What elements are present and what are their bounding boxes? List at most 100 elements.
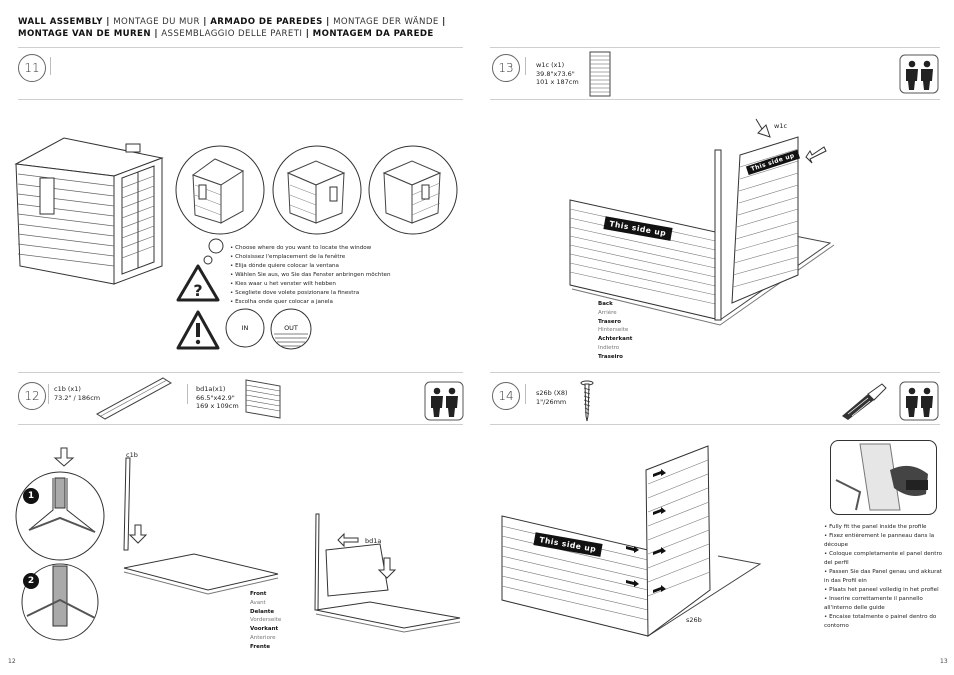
bullet-item: Choisissez l'emplacement de la fenêtre xyxy=(230,253,460,262)
header-part: MONTAGEM DA PAREDE xyxy=(312,29,434,39)
shed-illustration xyxy=(14,137,164,285)
language-label: Hinterseite xyxy=(598,327,629,334)
step12-part1-info: c1b (x1) 73.2" / 186cm xyxy=(54,385,100,402)
two-persons-icon-step12 xyxy=(424,381,464,421)
window-option-right[interactable] xyxy=(272,145,362,235)
screw-icon xyxy=(580,380,594,422)
c1b-profile-thumbnail xyxy=(96,377,172,420)
w1c-size-cm: 101 x 187cm xyxy=(536,78,579,86)
language-label: Vorderseite xyxy=(250,617,282,624)
header-part: WALL ASSEMBLY xyxy=(18,17,103,27)
window-choice-bullets: Choose where do you want to locate the w… xyxy=(230,244,460,307)
out-circle xyxy=(270,308,312,350)
language-label: Delante xyxy=(250,608,275,615)
bullet-item: Elija dónde quiere colocar la ventana xyxy=(230,262,460,271)
bullet-item: Fully fit the panel inside the profile xyxy=(824,523,944,532)
bullet-item: Plaats het paneel volledig in het profie… xyxy=(824,586,944,595)
w1c-size-in: 39.8"x73.6" xyxy=(536,69,575,78)
detail-2-badge: 2 xyxy=(23,573,39,589)
screwdriver-icon xyxy=(842,383,887,420)
step12-profile-details xyxy=(15,447,105,641)
step14-divider xyxy=(525,384,526,404)
window-option-left[interactable] xyxy=(175,145,265,235)
language-label: Back xyxy=(598,301,613,307)
w1c-tag: w1c xyxy=(774,122,788,130)
in-label: IN xyxy=(241,324,249,332)
step12-part2-info: bd1a(x1) 66.5"x42.9" 169 x 109cm xyxy=(196,385,239,411)
header-part: | xyxy=(322,17,334,27)
page-header: WALL ASSEMBLY | MONTAGE DU MUR | ARMADO … xyxy=(18,16,468,40)
step14-top-rule xyxy=(490,372,940,373)
bullet-item: Escolha onde quer colocar a janela xyxy=(230,298,460,307)
step11-divider xyxy=(50,57,51,75)
s26b-code: s26b (X8) xyxy=(536,389,568,397)
step-11-number: 11 xyxy=(18,54,46,82)
header-part: MONTAGE VAN DE MUREN xyxy=(18,29,151,39)
two-persons-icon-step13 xyxy=(899,54,939,94)
header-part: | xyxy=(302,29,313,39)
out-label: OUT xyxy=(284,324,298,332)
step-13-number: 13 xyxy=(492,54,520,82)
step14-part-info: s26b (X8) 1"/26mm xyxy=(536,389,568,406)
step-12-number: 12 xyxy=(18,382,46,410)
language-label: Frente xyxy=(250,643,271,650)
language-label: Front xyxy=(250,591,267,597)
drill-detail-illustration xyxy=(830,440,937,515)
step14-rule xyxy=(490,424,940,425)
w1c-panel-thumbnail xyxy=(589,51,611,97)
window-option-back[interactable] xyxy=(368,145,458,235)
c1b-code: c1b (x1) xyxy=(54,385,81,393)
bullet-item: Inserire correttamente il pannello all'i… xyxy=(824,595,944,613)
svg-text:?: ? xyxy=(193,281,202,300)
step11-rule xyxy=(18,99,463,100)
header-part: MONTAGE DU MUR xyxy=(113,17,200,27)
s26b-size: 1"/26mm xyxy=(536,397,567,406)
step12-top-rule xyxy=(18,372,463,373)
in-circle xyxy=(225,308,265,348)
bd1a-size-cm: 169 x 109cm xyxy=(196,402,239,410)
language-label: Traseiro xyxy=(598,353,623,360)
language-label: Trasero xyxy=(598,318,622,325)
header-part: | xyxy=(199,17,211,27)
bd1a-code: bd1a(x1) xyxy=(196,385,226,393)
step13-rule xyxy=(490,99,940,100)
language-label: Achterkant xyxy=(598,336,633,343)
language-label: Anteriore xyxy=(250,634,276,641)
header-part: | xyxy=(102,17,114,27)
step12-base-c1b-illustration xyxy=(123,457,279,595)
panel-fit-bullets: Fully fit the panel inside the profileFi… xyxy=(824,523,944,631)
exclamation-warning-icon xyxy=(176,310,220,350)
c1b-tag: c1b xyxy=(126,451,138,459)
w1c-code: w1c (x1) xyxy=(536,61,565,69)
language-label: Avant xyxy=(250,599,266,606)
step12-rule xyxy=(18,424,463,425)
bullet-item: Choose where do you want to locate the w… xyxy=(230,244,460,253)
language-label: Indietro xyxy=(598,344,620,351)
detail-1-badge: 1 xyxy=(23,488,39,504)
s26b-tag: s26b xyxy=(686,616,702,624)
bullet-item: Wählen Sie aus, wo Sie das Fenster anbri… xyxy=(230,271,460,280)
step13-part-info: w1c (x1) 39.8"x73.6" 101 x 187cm xyxy=(536,61,579,87)
bullet-item: Coloque completamente el panel dentro de… xyxy=(824,550,944,568)
step12-bd1a-illustration xyxy=(314,513,461,633)
question-warning-icon: ? xyxy=(176,238,224,302)
language-label: Voorkant xyxy=(250,626,279,633)
c1b-size: 73.2" / 186cm xyxy=(54,393,101,402)
two-persons-icon-step14 xyxy=(899,381,939,421)
header-part: MONTAGE DER WÄNDE xyxy=(333,17,439,27)
bd1a-size-in: 66.5"x42.9" xyxy=(196,393,235,402)
header-part: ASSEMBLAGGIO DELLE PARETI xyxy=(161,29,303,39)
step-14-number: 14 xyxy=(492,382,520,410)
bullet-item: Scegliete dove volete posizionare la fin… xyxy=(230,289,460,298)
bullet-item: Passen Sie das Panel genau und akkurat i… xyxy=(824,568,944,586)
header-part: | xyxy=(438,17,446,27)
bullet-item: Fixez entièrement le panneau dans la déc… xyxy=(824,532,944,550)
step12-divider-2 xyxy=(187,384,188,404)
page-number-left: 12 xyxy=(8,658,16,665)
header-part: | xyxy=(150,29,162,39)
bullet-item: Encaixe totalmente o painel dentro do co… xyxy=(824,613,944,631)
step13-divider xyxy=(525,57,526,75)
header-part: ARMADO DE PAREDES xyxy=(210,17,323,27)
